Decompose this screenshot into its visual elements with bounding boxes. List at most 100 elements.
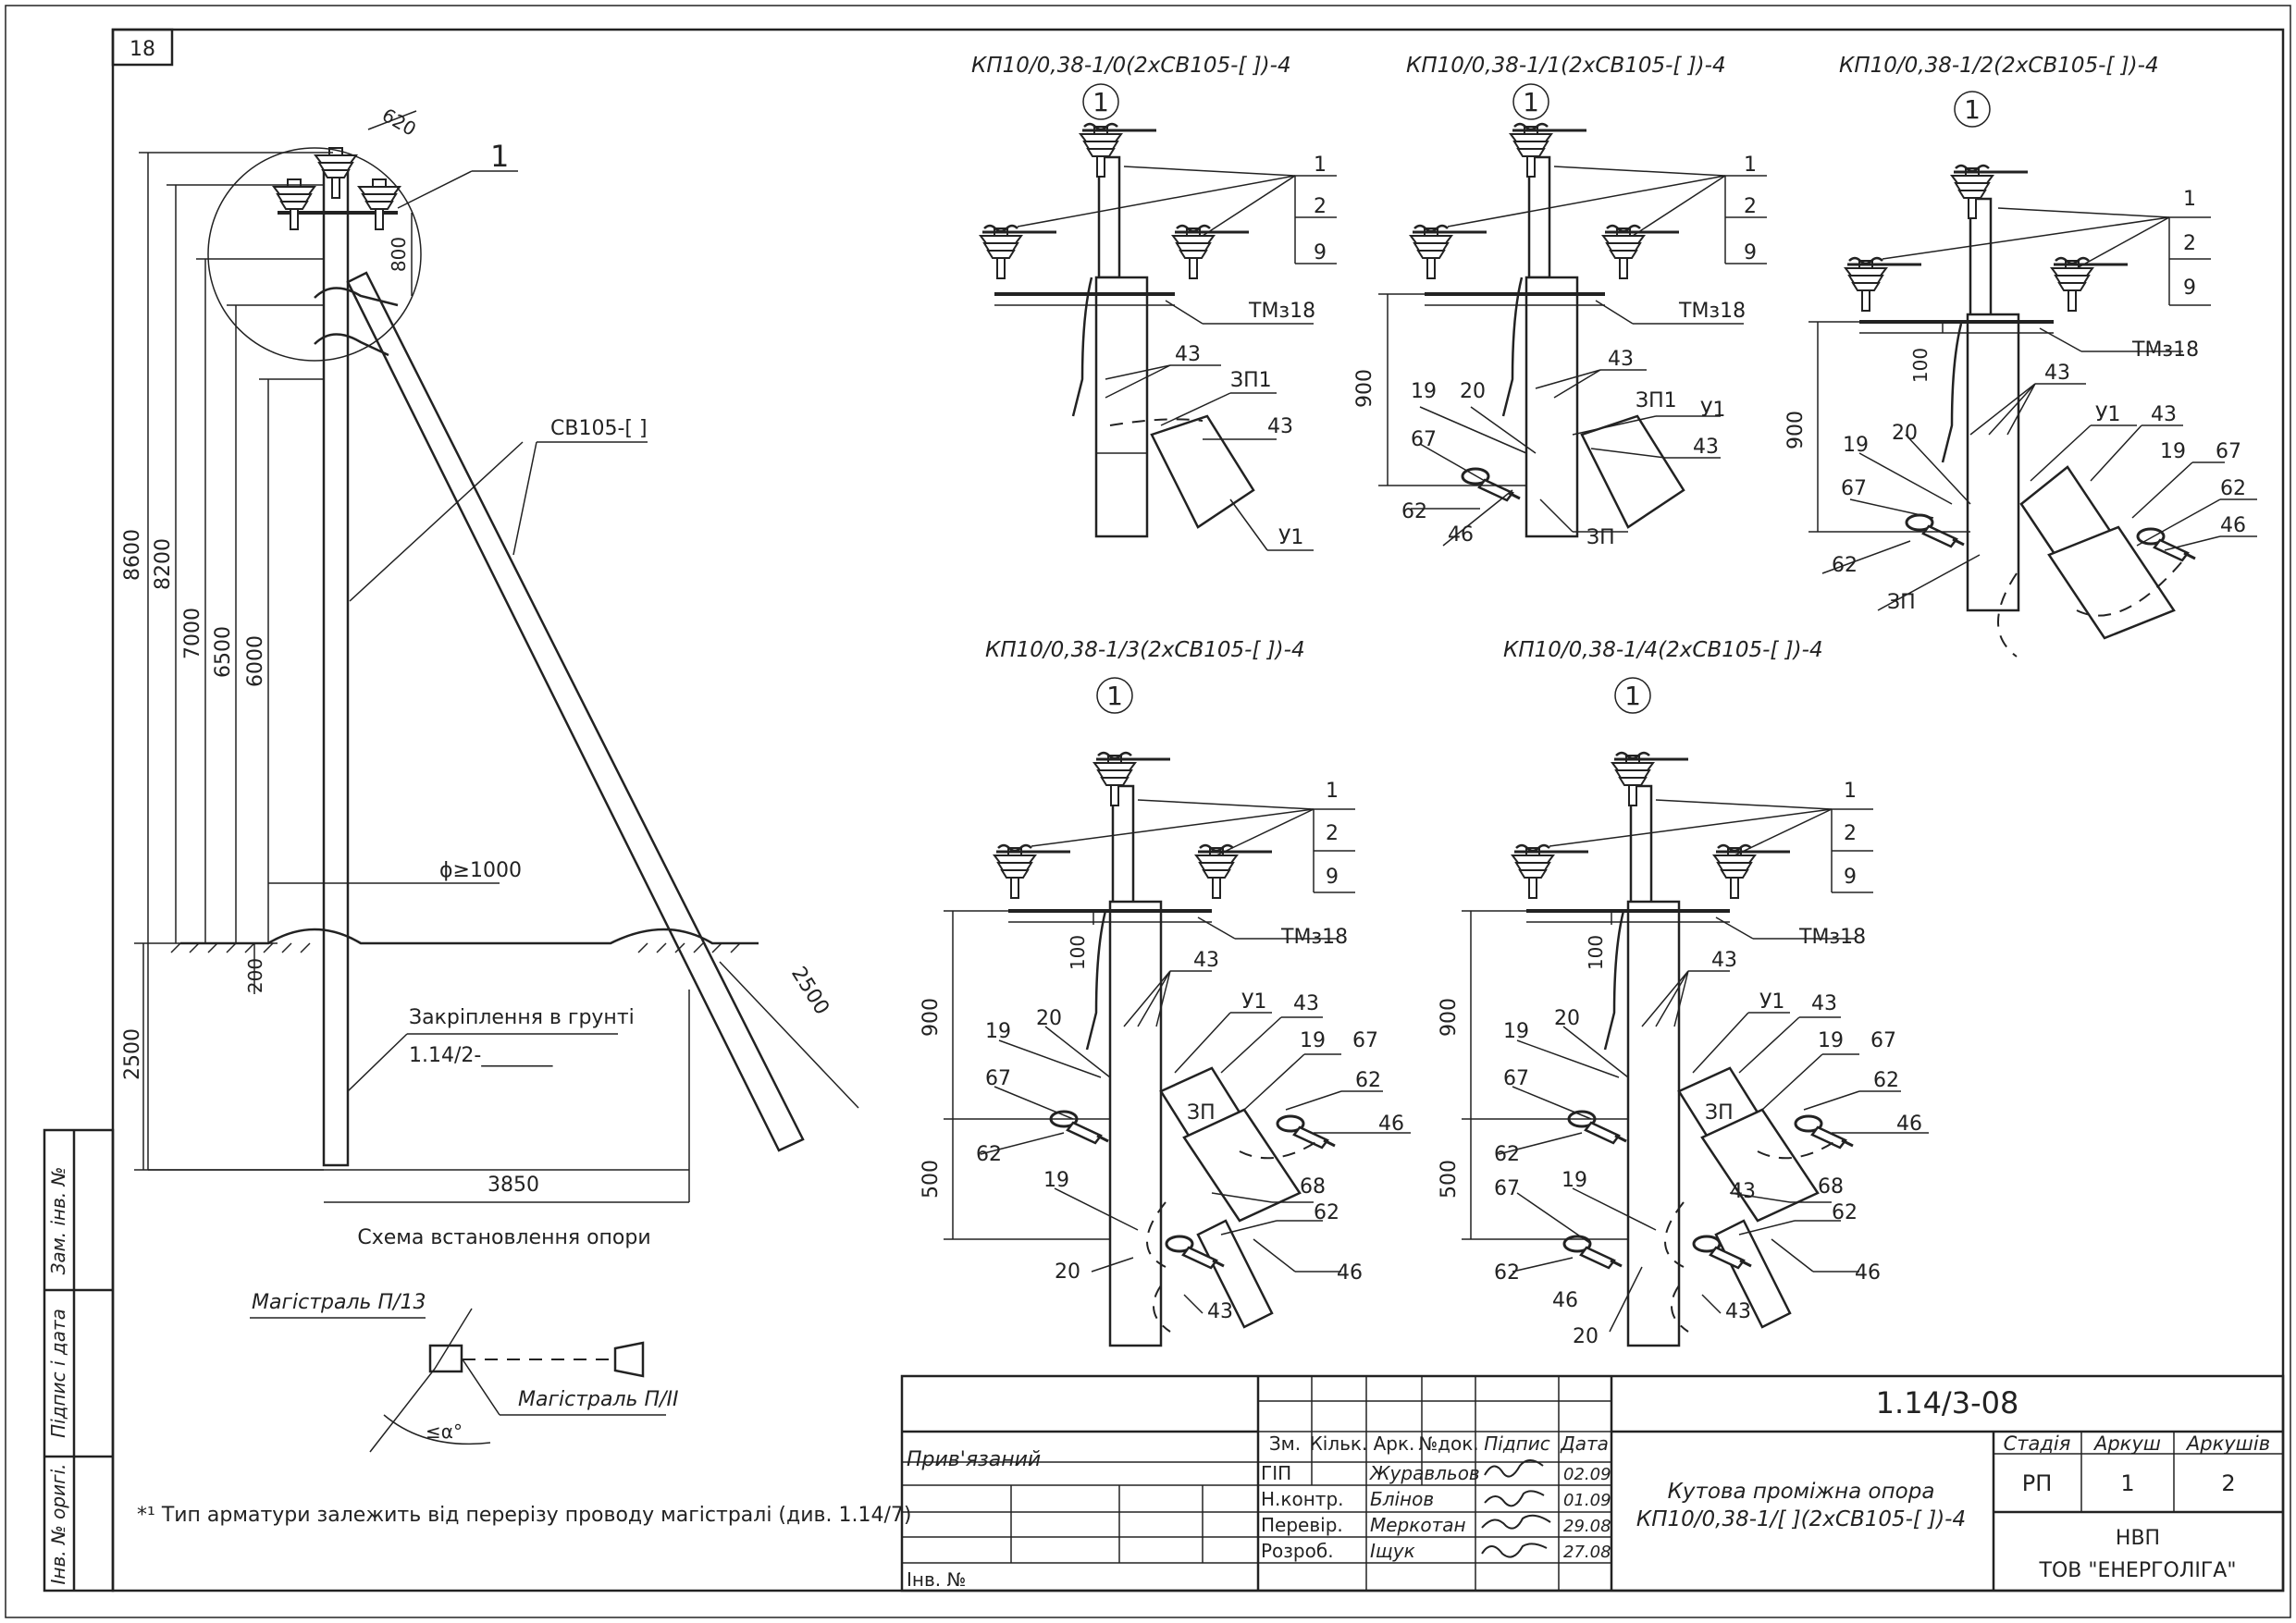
d3-62c: 62 bbox=[1314, 1201, 1339, 1224]
d4-62a: 62 bbox=[1873, 1069, 1899, 1092]
dim-6500: 6500 bbox=[212, 626, 235, 678]
d4-l2: 2 bbox=[1844, 822, 1857, 845]
d3-43b: 43 bbox=[1293, 992, 1319, 1015]
d2-62b: 62 bbox=[1832, 554, 1858, 577]
stadia-value: РП bbox=[2022, 1470, 2053, 1496]
d3-19b: 19 bbox=[985, 1020, 1011, 1043]
privyaz-label: Прив'язаний bbox=[907, 1448, 1041, 1471]
d4-500: 500 bbox=[1438, 1160, 1461, 1199]
dim-620: 620 bbox=[378, 104, 420, 141]
d4-19a: 19 bbox=[1818, 1029, 1844, 1052]
d3-19c: 19 bbox=[1043, 1169, 1069, 1192]
org-line-1: НВП bbox=[2116, 1527, 2160, 1550]
d3-100: 100 bbox=[1067, 935, 1089, 970]
d3-u1: У1 bbox=[1241, 990, 1266, 1014]
d3-43a: 43 bbox=[1193, 949, 1219, 972]
main-pole bbox=[322, 160, 350, 1167]
d3-67a: 67 bbox=[1352, 1029, 1378, 1052]
arkushiv-value: 2 bbox=[2221, 1470, 2235, 1496]
arkushiv-header: Аркушів bbox=[2185, 1432, 2270, 1455]
strut-pole bbox=[346, 271, 805, 1152]
product-name-2: КП10/0,38-1/[ ](2хСВ105-[ ])-4 bbox=[1636, 1507, 1966, 1531]
ground-fixing-label: Закріплення в грунті bbox=[409, 1006, 635, 1029]
ground-fixing-code: 1.14/2-_______ bbox=[409, 1044, 553, 1067]
d3-43c: 43 bbox=[1207, 1300, 1233, 1323]
row-nkontr-role: Н.контр. bbox=[1261, 1488, 1344, 1510]
row-rozrob-role: Розроб. bbox=[1261, 1540, 1334, 1562]
d3-500: 500 bbox=[920, 1160, 943, 1199]
d1-l1: 1 bbox=[1744, 154, 1757, 177]
d2-l9: 9 bbox=[2183, 277, 2196, 300]
d1-900: 900 bbox=[1353, 369, 1376, 408]
d1-l2: 2 bbox=[1744, 195, 1757, 218]
footnote: *¹ Тип арматури залежить від перерізу пр… bbox=[137, 1504, 911, 1527]
d4-19b: 19 bbox=[1503, 1020, 1529, 1043]
d4-20a: 20 bbox=[1554, 1007, 1580, 1030]
d4-67c: 67 bbox=[1494, 1177, 1520, 1200]
org-line-2: ТОВ "ЕНЕРГОЛІГА" bbox=[2039, 1559, 2237, 1582]
d4-100: 100 bbox=[1585, 935, 1607, 970]
col-data: Дата bbox=[1560, 1432, 1609, 1455]
col-ark: Арк. bbox=[1374, 1432, 1415, 1455]
dim-200: 200 bbox=[244, 958, 266, 993]
d2-900: 900 bbox=[1784, 411, 1808, 449]
d2-46: 46 bbox=[2220, 514, 2246, 537]
outer-frame bbox=[5, 5, 2291, 1618]
d0-l2: 2 bbox=[1314, 195, 1327, 218]
d4-62d: 62 bbox=[1494, 1261, 1520, 1285]
arkush-value: 1 bbox=[2120, 1470, 2134, 1496]
dim-3850: 3850 bbox=[488, 1174, 539, 1197]
detail-1-3-callout: 1 bbox=[1106, 681, 1123, 711]
side-stamp-zam: Зам. інв. № bbox=[47, 1167, 69, 1275]
d1-20: 20 bbox=[1460, 380, 1486, 403]
arkush-header: Аркуш bbox=[2092, 1432, 2161, 1455]
row-gip-name: Журавльов bbox=[1368, 1462, 1480, 1484]
dim-8200: 8200 bbox=[152, 538, 175, 590]
d3-67b: 67 bbox=[985, 1067, 1011, 1090]
d0-tmz: ТМз18 bbox=[1248, 300, 1315, 323]
dim-2500-vertical: 2500 bbox=[121, 1028, 144, 1080]
angle-value: ≤α° bbox=[426, 1420, 463, 1443]
d0-u1: У1 bbox=[1278, 526, 1303, 549]
angle-right-label: Магістраль П/ІІ bbox=[518, 1388, 678, 1411]
d1-67: 67 bbox=[1411, 428, 1437, 451]
row-nkontr-name: Блінов bbox=[1370, 1488, 1434, 1510]
row-perevir-role: Перевір. bbox=[1261, 1514, 1343, 1536]
row-gip-role: ГІП bbox=[1261, 1462, 1291, 1484]
d4-900: 900 bbox=[1438, 998, 1461, 1037]
d4-tmz: ТМз18 bbox=[1798, 926, 1866, 949]
detail-1-1-title: КП10/0,38-1/1(2хСВ105-[ ])-4 bbox=[1406, 54, 1726, 78]
d4-l9: 9 bbox=[1844, 866, 1857, 889]
d1-46: 46 bbox=[1448, 523, 1474, 547]
title-block: 1.14/3-08 Прив'язаний Інв. № Зм. Кільк. … bbox=[900, 1374, 2285, 1592]
d4-46a: 46 bbox=[1896, 1113, 1922, 1136]
dim-7000: 7000 bbox=[181, 608, 204, 659]
d3-l1: 1 bbox=[1326, 780, 1339, 803]
d2-67b: 67 bbox=[1841, 477, 1867, 500]
d2-43b: 43 bbox=[2151, 403, 2177, 426]
d2-u1: У1 bbox=[2095, 403, 2120, 426]
d0-43b: 43 bbox=[1267, 415, 1293, 438]
d3-l2: 2 bbox=[1326, 822, 1339, 845]
d4-43c: 43 bbox=[1730, 1180, 1756, 1203]
detail-1-3: КП10/0,38-1/3(2хСВ105-[ ])-4 1 bbox=[920, 638, 1411, 1347]
d3-20b: 20 bbox=[1055, 1260, 1080, 1284]
row-perevir-name: Меркотан bbox=[1370, 1514, 1466, 1536]
d2-zp: ЗП bbox=[1887, 591, 1916, 614]
detail-1-0: КП10/0,38-1/0(2хСВ105-[ ])-4 1 1 2 9 ТМ bbox=[971, 54, 1337, 551]
d4-46c: 46 bbox=[1552, 1289, 1578, 1312]
d4-19c: 19 bbox=[1562, 1169, 1587, 1192]
d1-43b: 43 bbox=[1693, 436, 1719, 459]
detail-1-0-title: КП10/0,38-1/0(2хСВ105-[ ])-4 bbox=[971, 54, 1291, 78]
d4-43b: 43 bbox=[1811, 992, 1837, 1015]
d4-43a: 43 bbox=[1711, 949, 1737, 972]
d0-l1: 1 bbox=[1314, 154, 1327, 177]
phi-label: ϕ≥1000 bbox=[439, 859, 522, 882]
d3-62b: 62 bbox=[976, 1143, 1002, 1166]
strut-label: СВ105-[ ] bbox=[550, 417, 648, 440]
d4-46b: 46 bbox=[1855, 1261, 1881, 1285]
scheme-caption: Схема встановлення опори bbox=[357, 1226, 650, 1249]
d1-u1: У1 bbox=[1700, 399, 1725, 422]
d1-tmz: ТМз18 bbox=[1678, 300, 1746, 323]
